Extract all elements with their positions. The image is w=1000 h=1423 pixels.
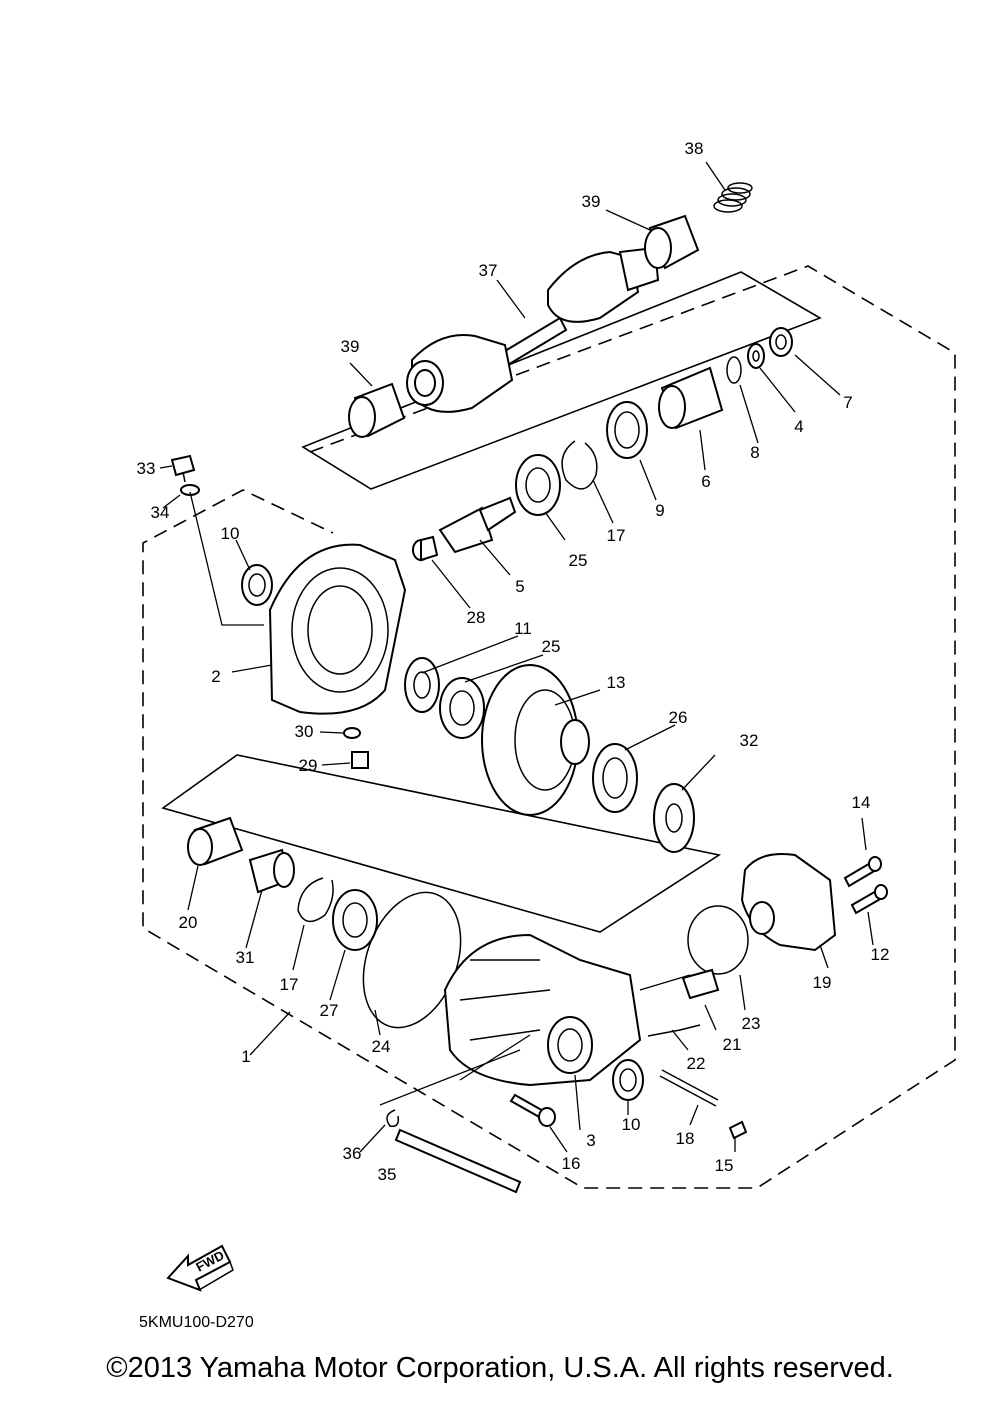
gear-31 [248,848,295,894]
callout-32: 32 [740,731,759,750]
ring-gear-13 [481,664,590,816]
callout-38: 38 [685,139,704,158]
callout-7: 7 [843,393,852,412]
sleeve-20 [187,816,244,866]
callout-16: 16 [562,1154,581,1173]
callout-12: 12 [871,945,890,964]
callout-17-lower: 17 [280,975,299,994]
screw-15 [728,1120,748,1140]
spring-38 [713,182,753,213]
callout-labels: 1 2 3 4 5 6 7 8 9 10 10 11 12 13 14 15 1… [137,139,890,1184]
oil-seal-10-upper [241,564,273,606]
coupling-gear-6 [658,366,724,430]
callout-31: 31 [236,948,255,967]
nut-7 [769,327,793,357]
bearing-25-lower [439,677,485,739]
callout-39-lower: 39 [341,337,360,356]
bolt-33 [170,454,196,483]
circlip-36 [386,1109,400,1128]
callout-29: 29 [299,756,318,775]
callout-33: 33 [137,459,156,478]
callout-18: 18 [676,1129,695,1148]
callout-37: 37 [479,261,498,280]
final-gear-case-3 [443,933,642,1087]
pin-35 [394,1128,522,1194]
callout-30: 30 [295,722,314,741]
callout-15: 15 [715,1156,734,1175]
callout-2: 2 [211,667,220,686]
diagram-code: 5KMU100-D270 [139,1314,254,1331]
housing-19 [740,853,837,952]
callout-11: 11 [514,619,532,638]
bearing-39-lower [348,382,406,438]
callout-17-upper: 17 [607,526,626,545]
callout-19: 19 [813,973,832,992]
copyright-notice: ©2013 Yamaha Motor Corporation, U.S.A. A… [106,1352,894,1384]
callout-39-upper: 39 [582,192,601,211]
o-ring-23 [687,905,749,975]
callout-13: 13 [607,673,626,692]
bolt-16 [509,1093,556,1127]
oil-seal-10-lower [612,1059,644,1101]
callout-24: 24 [372,1037,391,1056]
stud-18 [659,1069,719,1107]
fwd-arrow-icon: FWD [166,1244,234,1292]
bearing-26 [592,743,638,813]
pinion-gear-5 [438,496,517,554]
callout-36: 36 [343,1144,362,1163]
callout-27: 27 [320,1001,339,1020]
callout-25-lower: 25 [542,637,561,656]
assembly-outline [142,265,956,1189]
washer-34 [180,484,200,496]
bearing-27 [332,889,378,951]
callout-20: 20 [179,913,198,932]
callout-28: 28 [467,608,486,627]
bearing-25-upper [515,454,561,516]
callout-26: 26 [669,708,688,727]
callout-14: 14 [852,793,871,812]
coil-21 [681,968,720,1000]
bearing-28 [412,535,439,562]
callout-23: 23 [742,1014,761,1033]
bolt-14 [843,856,882,888]
callout-3: 3 [586,1131,595,1150]
callout-25-upper: 25 [569,551,588,570]
o-ring-8 [726,356,742,384]
callout-6: 6 [701,472,710,491]
shim-11 [404,657,440,713]
callout-35: 35 [378,1165,397,1184]
callout-8: 8 [750,443,759,462]
callout-5: 5 [515,577,524,596]
shim-32 [653,783,695,853]
callout-9: 9 [655,501,664,520]
drive-shaft [406,246,660,413]
callout-22: 22 [687,1054,706,1073]
callout-10-upper: 10 [221,524,240,543]
washer-4 [747,343,765,369]
callout-21: 21 [723,1035,742,1054]
callout-10-lower: 10 [622,1115,641,1134]
circlip-17-lower [297,877,334,923]
callout-34: 34 [151,503,170,522]
screw-30 [343,727,361,739]
oil-seal-9 [606,401,648,459]
rod-22 [647,1024,701,1037]
leader-lines [159,161,874,1153]
circlip-17-upper [561,440,598,490]
callout-4: 4 [794,417,803,436]
gear-case-2 [268,543,407,715]
bolt-12 [850,884,888,915]
bearing-39-upper [644,214,700,270]
bolt-29 [351,751,369,769]
callout-1: 1 [241,1047,250,1066]
